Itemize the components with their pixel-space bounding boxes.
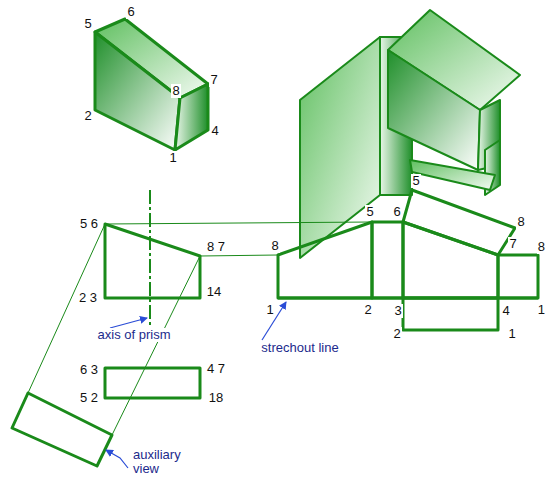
callout-number: 2 [363,303,372,317]
callout-number: 6 [126,5,135,19]
callout-number: 5 [365,205,374,219]
callout-number: 2 3 [78,291,98,305]
callout-number: 1 [168,151,177,165]
callout-number: 18 [208,391,224,405]
callout-number: 1 [507,327,516,341]
callout-number: 8 7 [206,240,226,254]
callout-number: 8 [171,84,180,98]
annotation-note: auxiliary view [132,448,204,476]
callout-number: 5 6 [79,217,99,231]
callout-number: 4 [501,304,510,318]
callout-number: 1 [537,303,546,317]
annotation-note: axis of prism [97,328,172,342]
callout-number: 4 [210,124,219,138]
callout-number: 1 [265,303,274,317]
callout-number: 2 [392,327,401,341]
callout-number: 14 [206,285,222,299]
callout-number: 8 [270,239,279,253]
callout-number: 7 [209,73,218,87]
callout-number: 8 [537,240,546,254]
callout-number: 4 7 [206,362,226,376]
callout-number: 3 [393,304,402,318]
callout-number: 5 [83,17,92,31]
annotation-note: strechout line [260,341,339,355]
callout-number: 6 [392,205,401,219]
callout-number: 6 3 [79,363,99,377]
callout-number: 7 [508,237,517,251]
callout-number: 2 [83,109,92,123]
callout-number: 8 [516,215,525,229]
callout-number: 5 [411,174,420,188]
callout-number: 5 2 [79,391,99,405]
